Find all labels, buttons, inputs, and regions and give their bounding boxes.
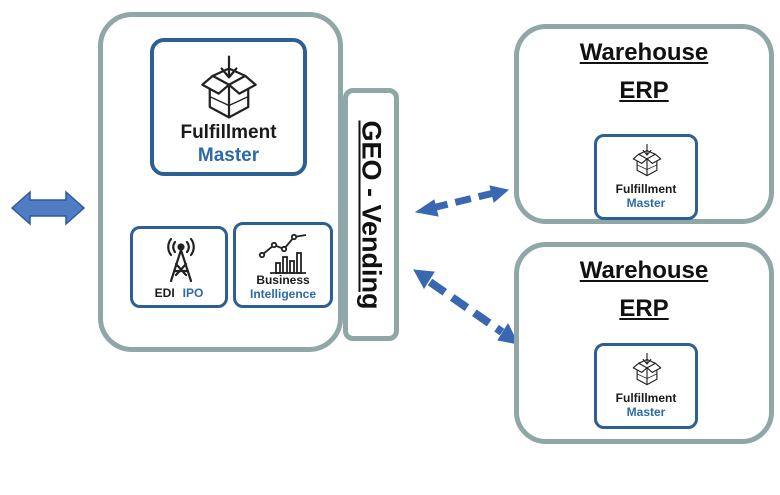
fulfillment-master-mini-card: Fulfillment Master (594, 343, 698, 429)
fulfillment-label: Fulfillment (615, 391, 677, 405)
dashed-arrow-warehouse-2 (413, 269, 519, 345)
geo-vending-bar[interactable]: GEO - Vending (343, 88, 399, 341)
warehouse-erp-box-1[interactable]: Warehouse ERP Fulfillment Master (514, 24, 774, 224)
box-download-icon (632, 352, 662, 386)
fulfillment-label: Fulfillment (180, 122, 277, 143)
master-label: Master (626, 196, 666, 210)
master-label: Master (197, 145, 260, 166)
fulfillment-label: Fulfillment (615, 182, 677, 196)
erp-title: ERP (619, 77, 669, 104)
left-double-arrow (10, 190, 86, 226)
warehouse-title: Warehouse (579, 39, 709, 66)
fulfillment-master-mini-card: Fulfillment Master (594, 134, 698, 220)
intelligence-label: Intelligence (249, 287, 317, 301)
warehouse-title: Warehouse (579, 257, 709, 284)
warehouse-erp-box-2[interactable]: Warehouse ERP Fulfillment Master (514, 242, 774, 444)
edi-label: EDI (154, 286, 175, 300)
box-download-icon (201, 55, 257, 119)
geo-vending-label: GEO - Vending (356, 119, 387, 310)
business-label: Business (256, 273, 310, 287)
box-download-icon (632, 143, 662, 177)
antenna-tower-icon (167, 237, 195, 283)
ipo-label: IPO (182, 286, 204, 300)
fulfillment-master-card[interactable]: Fulfillment Master (150, 38, 307, 176)
edi-ipo-label: EDI IPO (133, 286, 225, 300)
chart-trend-icon (258, 233, 307, 274)
erp-title: ERP (619, 295, 669, 322)
dashed-arrow-warehouse-1 (414, 185, 510, 217)
master-label: Master (626, 405, 666, 419)
edi-ipo-card[interactable]: EDI IPO (130, 226, 228, 308)
business-intelligence-card[interactable]: Business Intelligence (233, 222, 333, 308)
